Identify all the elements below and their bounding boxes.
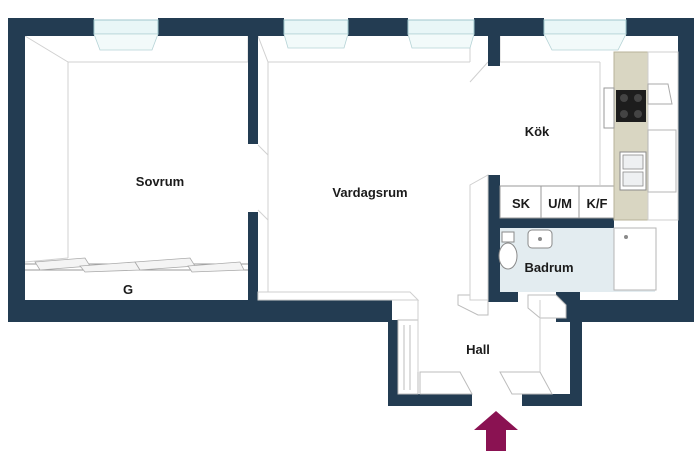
window <box>283 19 349 35</box>
windows <box>93 19 627 51</box>
room-label-kitchen: Kök <box>525 124 550 139</box>
window <box>407 19 475 35</box>
bathroom-fixtures <box>498 227 657 291</box>
living-floor <box>258 36 488 300</box>
closet-label-sk: SK <box>512 196 531 211</box>
wardrobe-doors <box>25 257 248 273</box>
room-label-bedroom: Sovrum <box>136 174 184 189</box>
washbasin-icon <box>527 229 553 249</box>
room-label-wardrobe: G <box>123 282 133 297</box>
closet-block <box>469 174 615 301</box>
room-label-bathroom: Badrum <box>524 260 573 275</box>
window <box>543 19 627 35</box>
inner-walls <box>248 36 614 302</box>
stove-icon <box>616 90 646 122</box>
bedroom-floor <box>25 36 248 300</box>
toilet-icon <box>498 231 518 270</box>
outer-walls <box>8 18 694 406</box>
kitchen-sink-icon <box>619 151 647 191</box>
closet-label-um: U/M <box>548 196 572 211</box>
bedroom-perspective <box>24 35 249 263</box>
entrance-arrow-icon <box>474 411 518 451</box>
kitchen-counter <box>603 51 679 221</box>
closet-label-kf: K/F <box>587 196 608 211</box>
living-perspective <box>257 35 471 292</box>
room-label-living-room: Vardagsrum <box>332 185 407 200</box>
window <box>93 19 159 35</box>
hall-doorframe <box>257 291 567 395</box>
room-label-hall: Hall <box>466 342 490 357</box>
